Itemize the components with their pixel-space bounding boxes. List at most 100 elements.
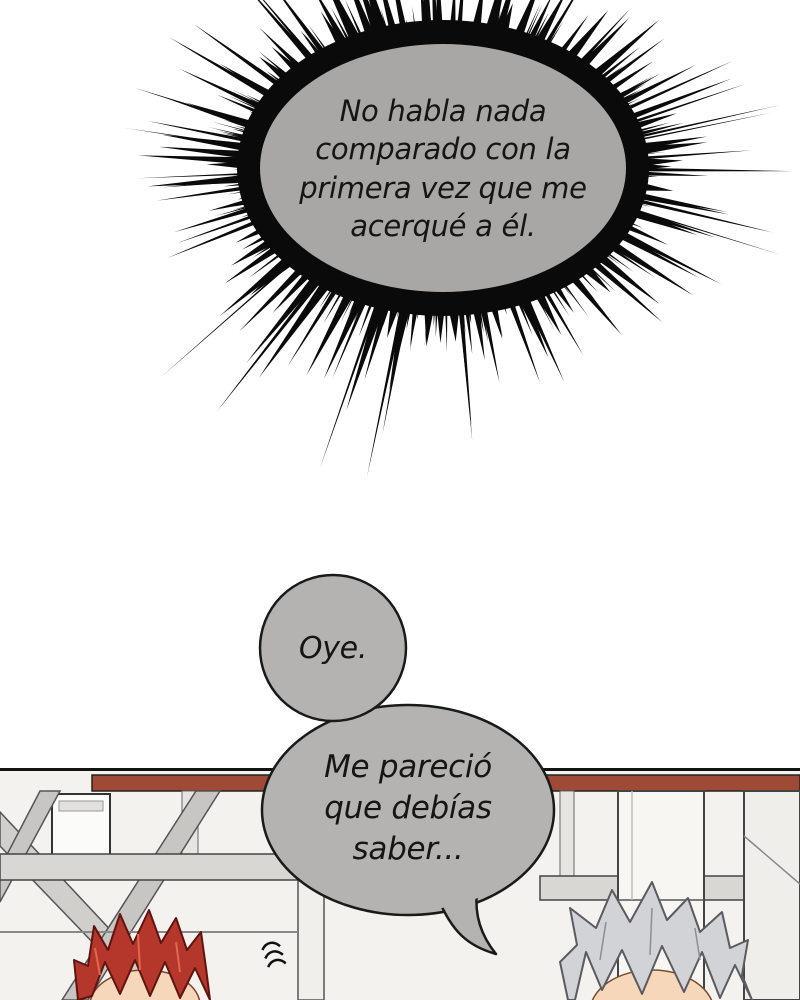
burst-spike	[632, 114, 676, 128]
dialogue-line: que debías	[324, 789, 492, 826]
burst-spike	[161, 134, 249, 152]
wall-column	[743, 790, 800, 1000]
burst-spike	[206, 126, 251, 138]
burst-spike	[216, 94, 262, 116]
burst-spike	[613, 81, 643, 99]
burst-spike	[626, 78, 732, 121]
burst-spike	[606, 61, 654, 93]
burst-spike	[221, 205, 253, 215]
dialogue-line: acerqué a él.	[350, 208, 536, 243]
burst-spike	[533, 291, 555, 330]
burst-spike	[223, 119, 254, 130]
burst-spike	[533, 291, 541, 304]
burst-spike	[589, 19, 660, 80]
burst-spike	[247, 219, 261, 227]
burst-spike	[533, 0, 563, 47]
speech-bubble-small	[258, 573, 408, 723]
burst-spike	[506, 299, 512, 311]
burst-spike	[629, 212, 652, 221]
burst-spike	[259, 27, 305, 72]
burst-spike	[615, 231, 700, 278]
burst-spike	[448, 307, 460, 342]
burst-spike	[520, 295, 538, 333]
burst-spike	[576, 270, 598, 293]
burst-spike	[636, 193, 730, 215]
burst-spike	[156, 185, 248, 201]
burst-spike	[303, 33, 324, 58]
speech-bubbles	[258, 573, 556, 956]
burst-spike	[533, 289, 562, 335]
burst-spike	[319, 299, 380, 469]
burst-spike	[215, 199, 251, 209]
burst-spike	[241, 211, 256, 218]
burst-spike	[227, 95, 263, 112]
burst-spike	[237, 195, 250, 200]
sigh-line	[261, 941, 281, 951]
burst-spike	[435, 0, 443, 29]
burst-spike	[618, 231, 651, 248]
burst-spike	[595, 255, 617, 274]
burst-spike	[253, 241, 277, 258]
burst-spike	[223, 133, 250, 141]
burst-spike	[629, 209, 698, 236]
burst-spike	[568, 39, 587, 61]
burst-spike	[559, 280, 572, 297]
burst-spike	[445, 307, 448, 352]
burst-spike	[640, 158, 683, 167]
burst-spike	[626, 108, 650, 119]
burst-spike	[591, 49, 623, 77]
burst-spike	[456, 0, 464, 29]
oye-dialogue: Oye.	[298, 631, 368, 666]
burst-spike	[232, 204, 253, 211]
burst-spike	[275, 259, 295, 277]
burst-spike	[477, 305, 484, 334]
burst-spike	[640, 151, 666, 155]
burst-bubble	[125, 0, 793, 477]
gray-haired-character	[559, 881, 753, 1000]
burst-spike	[557, 36, 572, 55]
burst-spike	[380, 8, 389, 34]
burst-spike	[492, 303, 503, 338]
burst-spike	[471, 306, 474, 315]
burst-spike	[257, 0, 316, 64]
burst-spike	[227, 190, 248, 195]
burst-spike	[462, 307, 466, 337]
red-haired-character	[73, 909, 211, 1000]
burst-spike	[625, 220, 643, 228]
burst-spike	[640, 175, 659, 177]
burst-spike	[635, 127, 668, 136]
speaker-box-vent	[58, 800, 104, 812]
burst-spike	[542, 14, 563, 48]
burst-spike	[258, 279, 333, 379]
burst-spike	[203, 177, 246, 182]
burst-spike	[147, 120, 250, 143]
dialogue-line: primera vez que me	[299, 170, 587, 205]
burst-spike	[208, 198, 252, 211]
burst-spike	[631, 122, 642, 127]
burst-spike	[640, 172, 671, 175]
burst-spike	[308, 24, 330, 55]
burst-spike	[640, 167, 793, 172]
burst-spike	[125, 128, 248, 148]
burst-spike	[377, 300, 381, 308]
hair-strand	[599, 921, 607, 961]
burst-spike	[640, 171, 709, 177]
burst-spike	[272, 269, 314, 314]
burst-spike	[551, 282, 574, 313]
burst-spike	[382, 305, 409, 434]
burst-spike	[232, 128, 252, 135]
burst-spike	[176, 213, 258, 244]
burst-spike	[489, 302, 503, 339]
burst-spike	[358, 298, 375, 337]
burst-spike	[633, 122, 670, 134]
burst-spike	[559, 38, 574, 57]
burst-spike	[531, 12, 549, 44]
burst-spike	[471, 0, 483, 31]
burst-spike	[621, 97, 643, 108]
hair-highlight	[137, 933, 141, 971]
burst-spike	[332, 0, 362, 44]
burst-spike	[640, 150, 753, 160]
hair-highlight	[94, 947, 101, 976]
burst-spike	[571, 55, 579, 64]
